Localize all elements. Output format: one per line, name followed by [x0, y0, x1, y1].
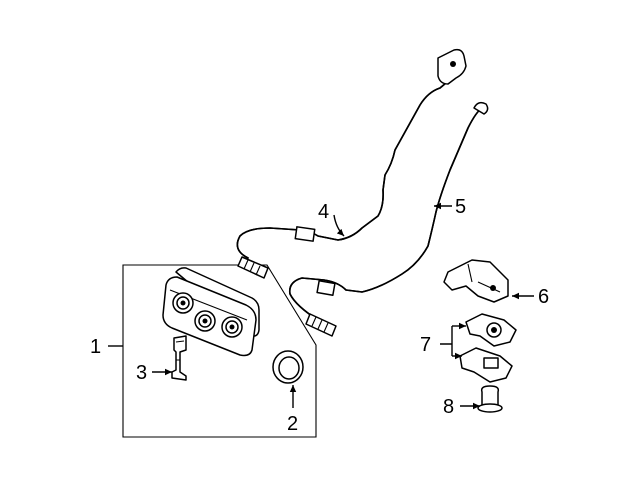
callout-5: 5 — [455, 196, 466, 218]
pin — [477, 385, 503, 413]
hose-4 — [236, 48, 467, 279]
hose-5 — [288, 101, 489, 337]
callout-4: 4 — [318, 201, 329, 223]
clip-lower — [459, 347, 513, 383]
bracket — [171, 335, 187, 381]
callout-1: 1 — [90, 336, 101, 358]
leader-7 — [440, 326, 453, 356]
callout-3: 3 — [136, 362, 147, 384]
mount-bracket — [443, 259, 509, 303]
clip-upper — [465, 313, 517, 347]
leader-4 — [333, 214, 345, 237]
callout-7: 7 — [420, 334, 431, 356]
oil-cooler — [162, 267, 260, 357]
callout-6: 6 — [538, 286, 549, 308]
seal-ring — [272, 350, 304, 384]
callout-2: 2 — [287, 413, 298, 435]
callout-8: 8 — [443, 396, 454, 418]
